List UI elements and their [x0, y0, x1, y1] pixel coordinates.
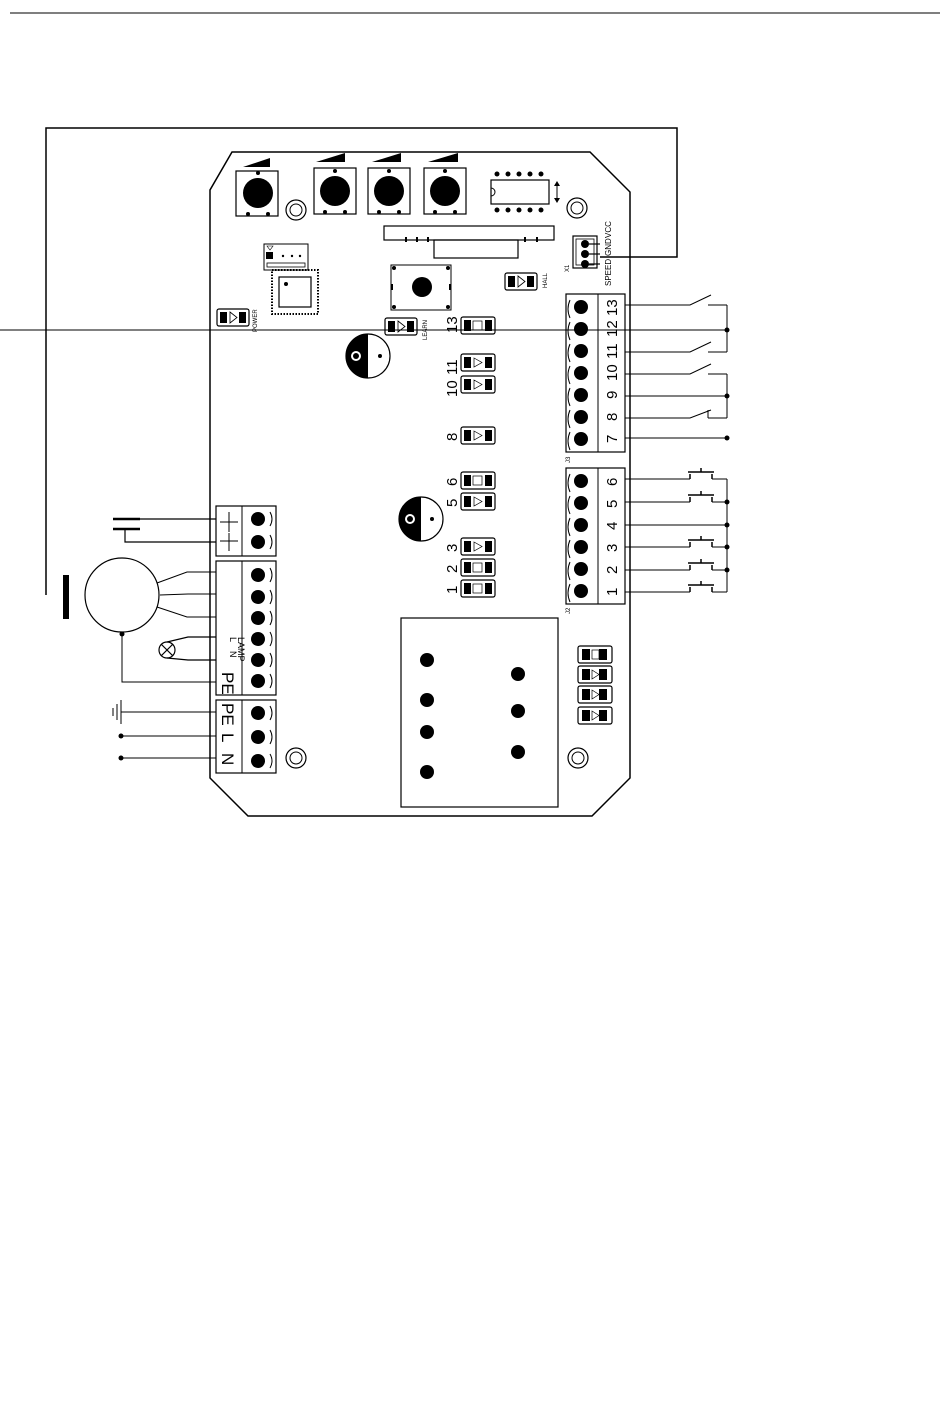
- j2-terminal-3: 3: [604, 544, 621, 552]
- led-5: [461, 493, 495, 510]
- motor-lamp-terminal-block: LAMP L N PE: [216, 561, 276, 695]
- mains-terminal-block: PE L N: [216, 700, 276, 773]
- led-label-11: 11: [444, 359, 461, 375]
- diode-1: [578, 646, 612, 663]
- j2-terminal-2: 2: [604, 566, 621, 574]
- lamp-n-label: N: [228, 651, 238, 658]
- capacitor-terminal-block: [216, 506, 276, 556]
- j2-label: J2: [566, 607, 572, 614]
- mounting-hole-bottom-right: [568, 748, 588, 768]
- led-label-10: 10: [444, 380, 461, 397]
- mains-l-label: L: [218, 733, 237, 742]
- led-label-3: 3: [444, 544, 461, 552]
- mains-wiring: [113, 700, 216, 758]
- led-8: [461, 427, 495, 444]
- potentiometers: [236, 153, 466, 216]
- j3-terminal-12: 12: [604, 320, 621, 337]
- gnd-label: GND: [604, 238, 613, 256]
- push-buttons: [688, 468, 714, 592]
- led-label-1: 1: [444, 586, 461, 594]
- mounting-hole-bottom-left: [286, 748, 306, 768]
- led-label-2: 2: [444, 565, 461, 573]
- buzzer-2: [399, 497, 443, 541]
- terminal-block-j3: 13 12 11 10 9 8 7: [566, 294, 625, 452]
- j3-terminal-7: 7: [604, 435, 621, 443]
- lamp-symbol: [159, 637, 216, 660]
- diode-2: [578, 666, 612, 683]
- mains-wire-ends: [119, 734, 124, 761]
- mains-pe-label: PE: [218, 703, 237, 726]
- led-10: [461, 376, 495, 393]
- relay-block: [401, 618, 558, 807]
- right-diodes: [578, 646, 612, 724]
- led-11: [461, 354, 495, 371]
- push-button-1: [688, 581, 714, 592]
- potentiometer-1[interactable]: [236, 158, 278, 216]
- pin-header-strip: [384, 226, 554, 258]
- hall-label: HALL: [543, 272, 549, 288]
- mounting-hole-top-left: [286, 200, 306, 220]
- microcontroller-chip: [272, 270, 318, 314]
- j2-external-wiring: [625, 479, 727, 592]
- vcc-label: VCC: [604, 221, 613, 238]
- led-number-labels: 13 10 11 8 6 5 3 2 1: [444, 316, 461, 594]
- small-connector: [264, 244, 308, 270]
- potentiometer-2[interactable]: [314, 153, 356, 214]
- potentiometer-3[interactable]: [368, 153, 410, 214]
- j2-screws: [568, 474, 588, 602]
- terminal-block-j2: 6 5 4 3 2 1: [566, 468, 625, 604]
- hall-led: [505, 273, 537, 290]
- j2-terminal-5: 5: [604, 500, 621, 508]
- x1-speed-connector: [573, 236, 600, 268]
- power-label: POWER: [253, 309, 259, 332]
- j3-terminal-11: 11: [604, 343, 621, 359]
- push-button-3: [688, 536, 714, 547]
- push-button-2: [688, 559, 714, 570]
- dip-chip: [491, 172, 560, 213]
- j3-screws: [568, 300, 588, 450]
- buzzer-1: [346, 334, 390, 378]
- push-button-5: [688, 491, 714, 502]
- learn-button[interactable]: [391, 265, 451, 310]
- diode-3: [578, 686, 612, 703]
- x1-label: X1: [565, 264, 571, 272]
- led-label-5: 5: [444, 499, 461, 507]
- j3-terminal-13: 13: [604, 299, 621, 316]
- j2-terminal-6: 6: [604, 478, 621, 486]
- status-leds: [461, 317, 495, 597]
- speed-label: SPEED: [604, 259, 613, 286]
- external-capacitor: [113, 519, 216, 542]
- led-label-6: 6: [444, 478, 461, 486]
- j2-terminal-4: 4: [604, 522, 621, 530]
- j3-terminal-8: 8: [604, 413, 621, 421]
- led-label-8: 8: [444, 433, 461, 441]
- j3-label: J3: [566, 456, 572, 463]
- mounting-hole-top-right: [567, 198, 587, 218]
- led-2: [461, 559, 495, 576]
- motor: [63, 558, 216, 682]
- push-button-6: [688, 468, 714, 479]
- learn-led: [385, 318, 417, 335]
- j3-terminal-9: 9: [604, 391, 621, 399]
- j2-terminal-1: 1: [604, 588, 621, 596]
- lamp-pe-label: PE: [218, 672, 237, 695]
- led-13: [461, 317, 495, 334]
- power-led: [217, 309, 249, 326]
- lamp-l-label: L: [228, 637, 238, 642]
- diode-4: [578, 707, 612, 724]
- mains-n-label: N: [218, 753, 237, 765]
- led-6: [461, 472, 495, 489]
- potentiometer-4[interactable]: [424, 153, 466, 214]
- led-1: [461, 580, 495, 597]
- j3-terminal-10: 10: [604, 364, 621, 381]
- led-3: [461, 538, 495, 555]
- board-outline: [210, 152, 630, 816]
